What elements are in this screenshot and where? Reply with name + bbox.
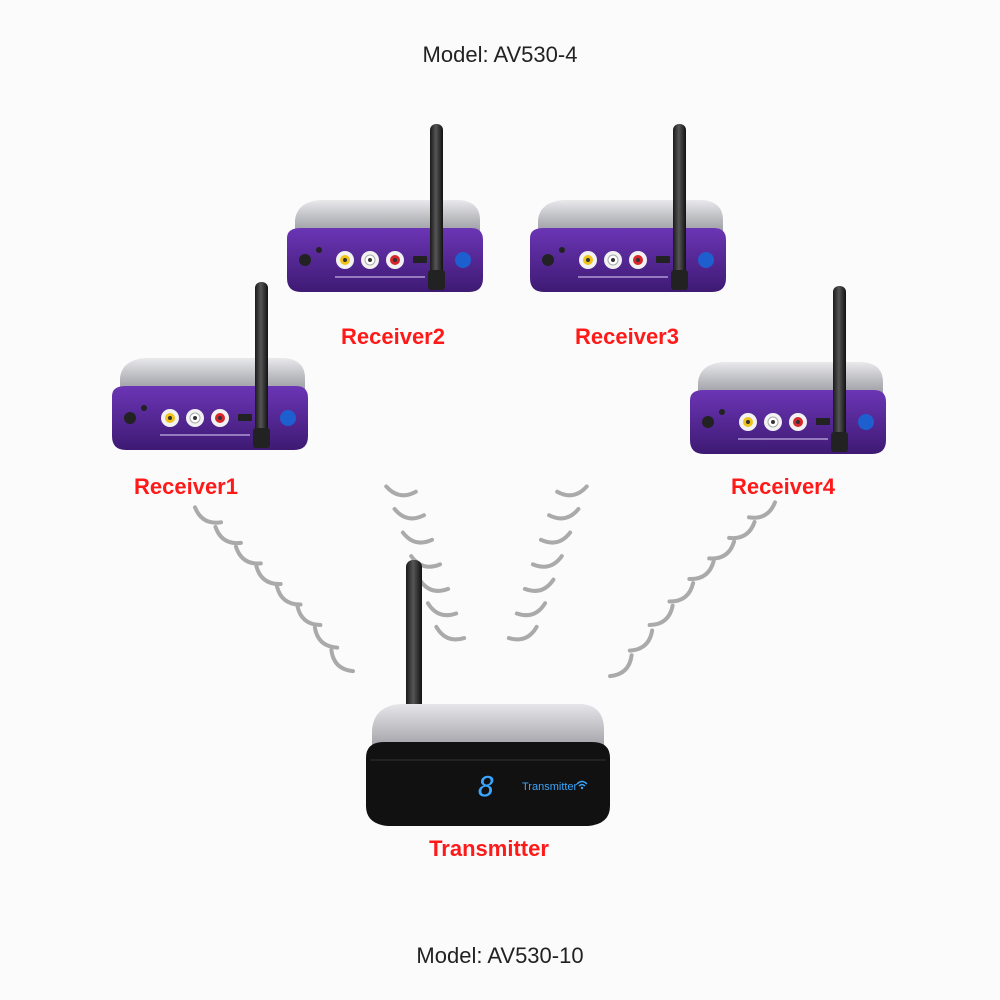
transmitter-model-caption: Model: AV530-10: [416, 943, 584, 968]
transmitter-label: Transmitter: [429, 836, 549, 861]
receiver3-device: [529, 123, 727, 293]
signal-waves-center-left: [383, 484, 467, 646]
signal-waves-right: [608, 500, 780, 683]
receiver3-label: Receiver3: [575, 324, 679, 349]
receiver-model-caption: Model: AV530-4: [422, 42, 578, 67]
receiver4-device: [689, 285, 887, 455]
receiver4-label: Receiver4: [731, 474, 835, 499]
receiver1-label: Receiver1: [134, 474, 238, 499]
wifi-icon: [576, 780, 588, 790]
receiver2-device: [286, 123, 484, 293]
receiver2-label: Receiver2: [341, 324, 445, 349]
transmitter-device: 8 Transmitter: [366, 560, 610, 826]
signal-waves-left: [190, 505, 355, 678]
transmitter-channel-digit: 8: [478, 770, 495, 803]
transmitter-front-text: Transmitter: [522, 781, 578, 793]
signal-waves-center-right: [506, 484, 590, 646]
receiver1-device: [111, 281, 309, 451]
